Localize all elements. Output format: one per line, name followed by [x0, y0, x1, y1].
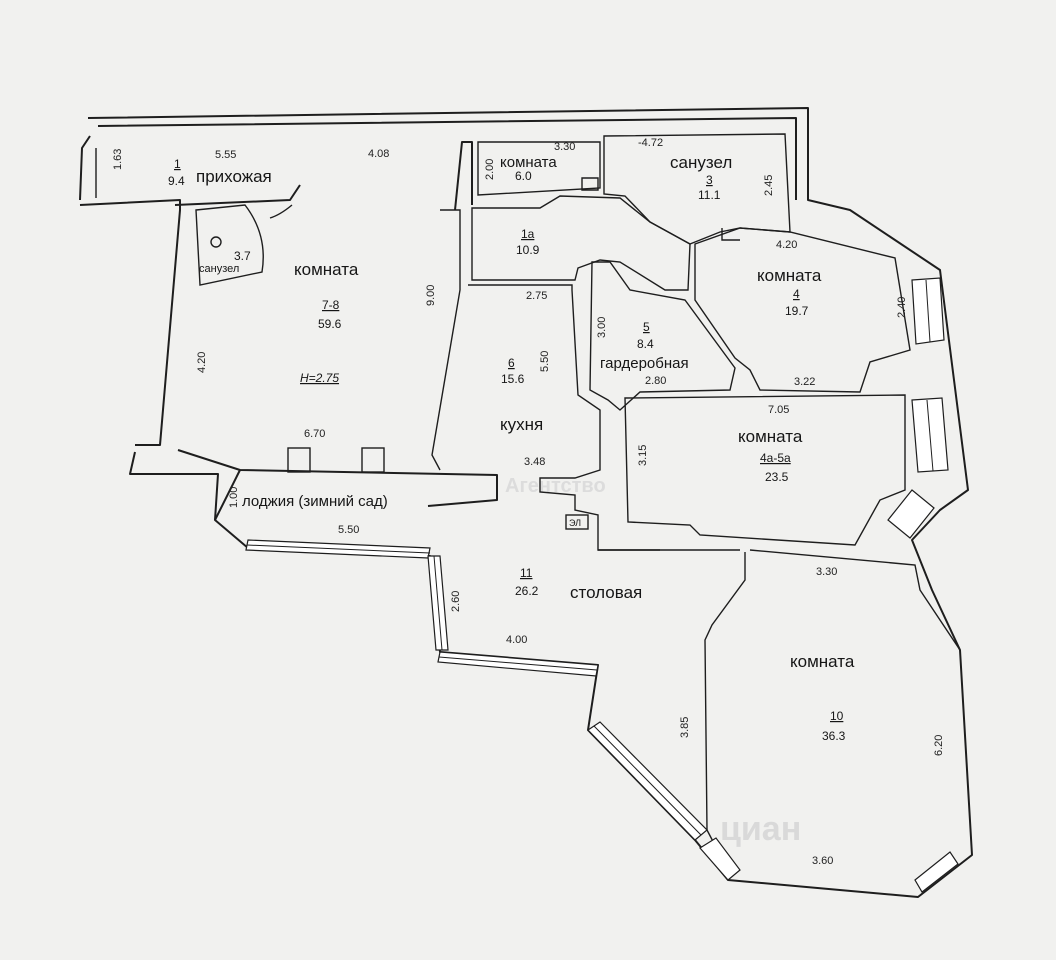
- room-78-name: комната: [294, 260, 359, 279]
- room-10-name: комната: [790, 652, 855, 671]
- room-1a-number: 1а: [521, 227, 535, 241]
- room-3-area: 11.1: [698, 188, 721, 202]
- interior-walls: [195, 133, 961, 871]
- room-10-area: 36.3: [822, 729, 846, 743]
- dim-3-60: 3.60: [812, 855, 833, 867]
- room-4a5a-area: 23.5: [765, 470, 789, 484]
- room-6-number: 6: [508, 356, 515, 370]
- cian-watermark: циан: [720, 810, 801, 848]
- dim-3-22: 3.22: [794, 376, 815, 388]
- room-2-area: 6.0: [515, 169, 532, 183]
- room-1-area: 9.4: [168, 174, 185, 188]
- room-2-name: комната: [500, 154, 557, 171]
- room-4a5a-name: комната: [738, 427, 803, 446]
- dim-4-08: 4.08: [368, 148, 389, 160]
- dim-5-50b: 5.50: [338, 524, 359, 536]
- room-78-number: 7-8: [322, 298, 340, 312]
- dim-7-05: 7.05: [768, 404, 789, 416]
- dim-9-00: 9.00: [425, 285, 437, 306]
- dim-2-45: 2.45: [763, 175, 775, 196]
- room-4a5a-number: 4а-5а: [760, 451, 791, 465]
- dim-2-75: 2.75: [526, 290, 547, 302]
- room-10-number: 10: [830, 709, 844, 723]
- dim-4-00: 4.00: [506, 634, 527, 646]
- dim-3-30b: 3.30: [816, 566, 837, 578]
- electric-panel-label: ЭЛ: [569, 518, 581, 528]
- dim-2-00: 2.00: [484, 159, 496, 180]
- dim-3-15: 3.15: [637, 445, 649, 466]
- dim-2-80: 2.80: [645, 375, 666, 387]
- dim-5-50a: 5.50: [539, 351, 551, 372]
- dim-2-60: 2.60: [450, 591, 462, 612]
- dim-1-00: 1.00: [228, 487, 240, 508]
- room-11-name: столовая: [570, 583, 642, 602]
- loggia-name: лоджия (зимний сад): [242, 493, 388, 510]
- room-bath-small-name: санузел: [199, 263, 239, 275]
- dim-6-70: 6.70: [304, 428, 325, 440]
- room-6-area: 15.6: [501, 372, 525, 386]
- dim-3-85: 3.85: [679, 717, 691, 738]
- dim-3-00: 3.00: [596, 317, 608, 338]
- room-5-name: гардеробная: [600, 355, 689, 372]
- dim-1-63: 1.63: [112, 149, 124, 170]
- room-bath-small-area: 3.7: [234, 249, 251, 263]
- dim-4-20b: 4.20: [196, 352, 208, 373]
- windows: [95, 148, 959, 893]
- dimension-labels: 1.63 5.55 4.08 3.30 -4.72 2.00 2.45 4.20…: [112, 137, 945, 867]
- dim-3-48: 3.48: [524, 456, 545, 468]
- room-78-area: 59.6: [318, 317, 342, 331]
- room-1-number: 1: [174, 157, 181, 171]
- room-1a-area: 10.9: [516, 243, 540, 257]
- room-11-number: 11: [520, 566, 533, 580]
- dim-4-72: -4.72: [638, 137, 663, 149]
- room-5-area: 8.4: [637, 337, 654, 351]
- room-4-name: комната: [757, 266, 822, 285]
- room-6-name: кухня: [500, 415, 543, 434]
- dim-5-55: 5.55: [215, 149, 236, 161]
- room-78-height: H=2.75: [300, 371, 339, 385]
- outer-walls: [79, 107, 973, 898]
- dim-3-30a: 3.30: [554, 141, 575, 153]
- room-3-name: санузел: [670, 153, 732, 172]
- electric-panel-box: [565, 514, 589, 530]
- room-5-number: 5: [643, 320, 650, 334]
- dim-4-20a: 4.20: [776, 239, 797, 251]
- dim-2-40: 2.40: [896, 297, 908, 318]
- room-4-number: 4: [793, 287, 800, 301]
- room-4-area: 19.7: [785, 304, 809, 318]
- dim-6-20: 6.20: [933, 735, 945, 756]
- sink-icon: [210, 236, 222, 248]
- room-3-number: 3: [706, 173, 713, 187]
- agency-watermark: Агентство: [505, 475, 606, 497]
- room-11-area: 26.2: [515, 584, 539, 598]
- room-1-name: прихожая: [196, 167, 272, 186]
